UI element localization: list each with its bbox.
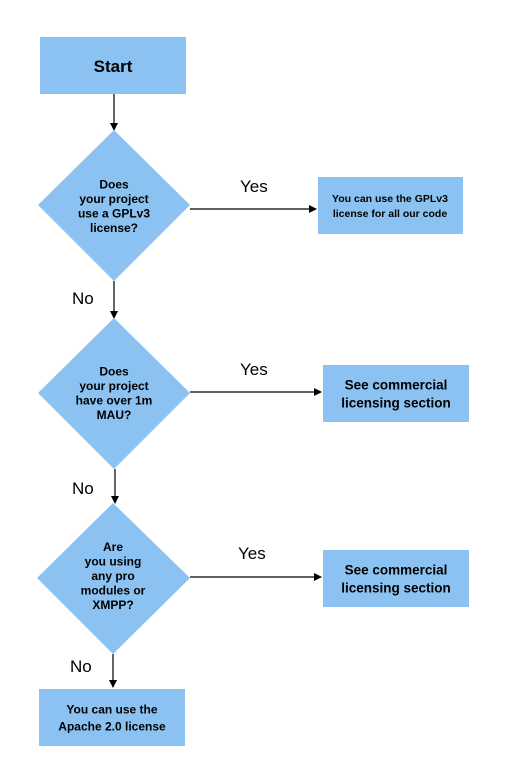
q2-text-line: MAU?: [97, 408, 132, 422]
q1-text-line: your project: [79, 192, 148, 206]
node-a1: You can use the GPLv3 license for all our…: [318, 177, 463, 234]
node-start-text: Start: [94, 57, 133, 76]
end-text-line: Apache 2.0 license: [58, 720, 166, 734]
a1-text-line: license for all our code: [333, 208, 448, 220]
node-a2-text: See commercial licensing section: [341, 378, 451, 411]
a2-text-line: See commercial: [345, 378, 448, 393]
a3-text-line: licensing section: [341, 581, 451, 596]
edge-label-q1-yes: Yes: [240, 177, 268, 196]
q3-text-line: modules or: [81, 584, 146, 598]
start-text-line: Start: [94, 57, 133, 76]
q3-text-line: you using: [85, 555, 142, 569]
edge-label-q3-no: No: [70, 657, 92, 676]
node-a3: See commercial licensing section: [323, 550, 469, 607]
edge-label-q2-no: No: [72, 479, 94, 498]
a3-text-line: See commercial: [345, 563, 448, 578]
q2-text-line: have over 1m: [76, 393, 153, 407]
node-start: Start: [40, 37, 186, 94]
q1-text-line: Does: [99, 177, 129, 191]
q2-text-line: Does: [99, 364, 129, 378]
q1-text-line: license?: [90, 221, 138, 235]
q3-text-line: any pro: [91, 569, 134, 583]
node-a2: See commercial licensing section: [323, 365, 469, 422]
edge-label-q3-yes: Yes: [238, 544, 266, 563]
node-a1-text: You can use the GPLv3 license for all our…: [332, 193, 448, 220]
node-a3-text: See commercial licensing section: [341, 563, 451, 596]
end-text-line: You can use the: [66, 703, 157, 717]
edges: [109, 94, 322, 688]
q3-text-line: XMPP?: [92, 598, 133, 612]
edge-label-q2-yes: Yes: [240, 360, 268, 379]
q2-text-line: your project: [79, 379, 148, 393]
edge-label-q1-no: No: [72, 289, 94, 308]
a2-text-line: licensing section: [341, 396, 451, 411]
q1-text-line: use a GPLv3: [78, 206, 150, 220]
edge-labels: Yes No Yes No Yes No: [70, 177, 268, 676]
a1-text-line: You can use the GPLv3: [332, 193, 448, 205]
q3-text-line: Are: [103, 540, 123, 554]
